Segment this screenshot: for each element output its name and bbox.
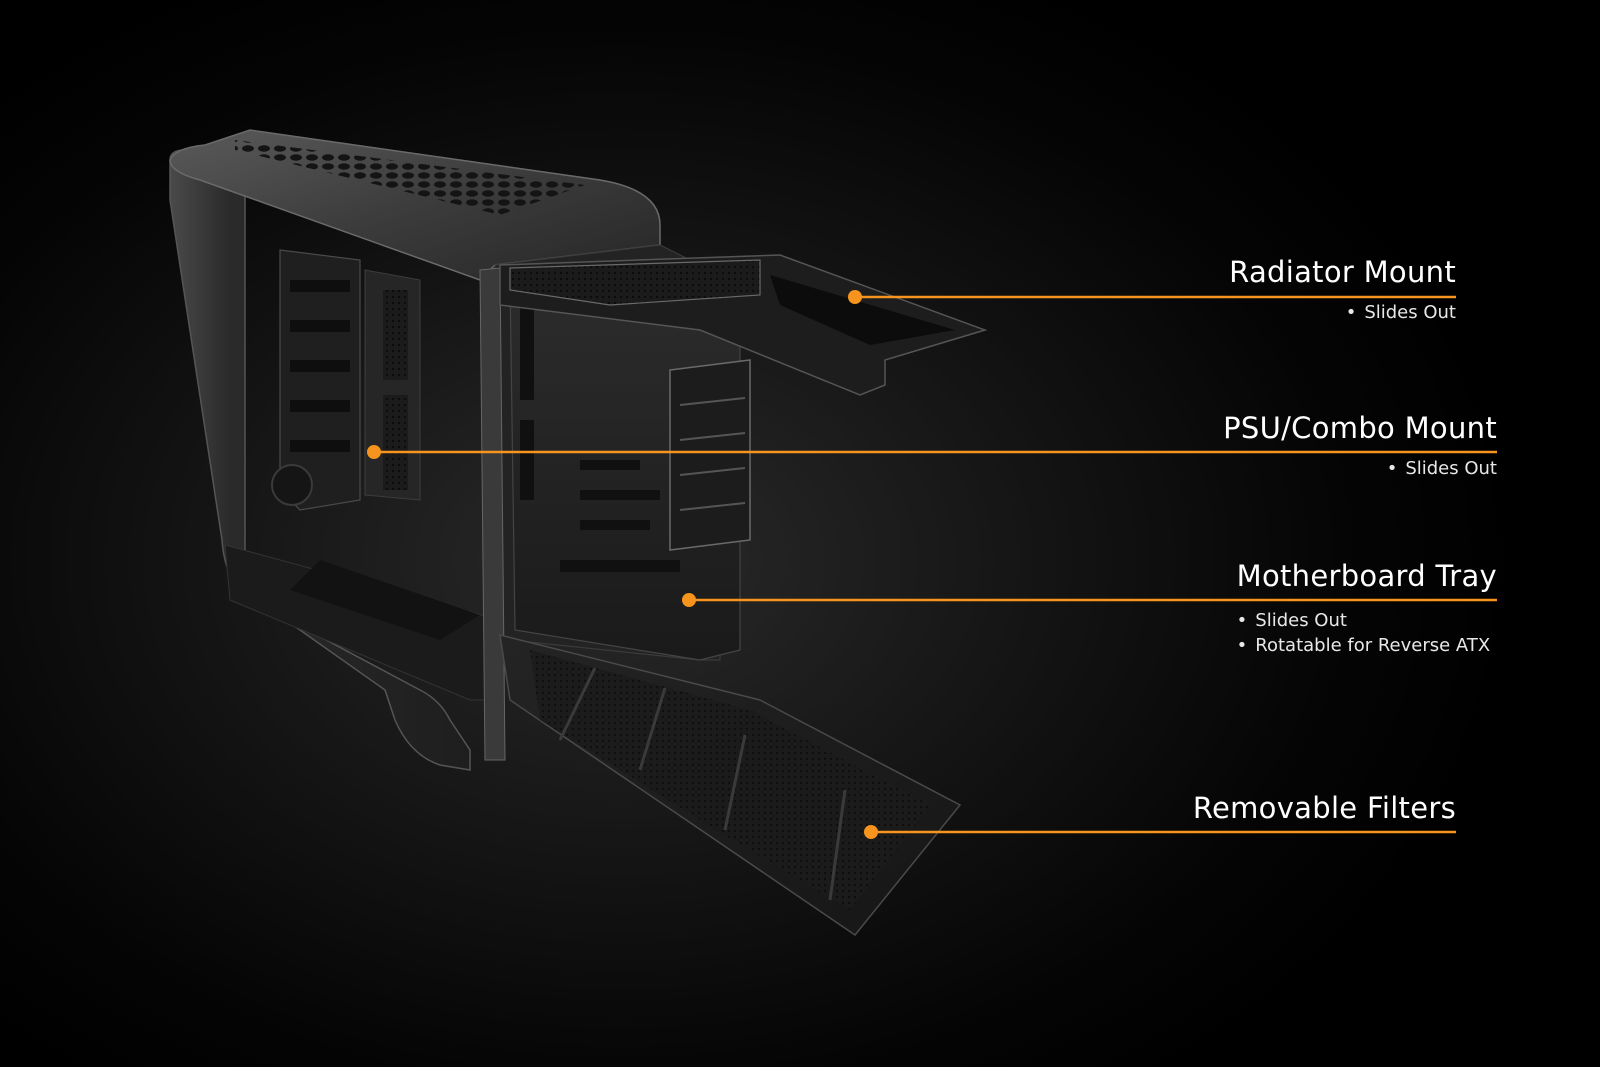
callout-motherboard-tray: Motherboard Tray Slides Out Rotatable fo… bbox=[1237, 558, 1497, 658]
callout-removable-filters: Removable Filters bbox=[1193, 790, 1456, 826]
callout-title: Radiator Mount bbox=[1229, 255, 1456, 289]
callout-bullet: Slides Out bbox=[1237, 608, 1497, 633]
callout-psu-combo-mount: PSU/Combo Mount Slides Out bbox=[1223, 410, 1497, 481]
callout-title: Removable Filters bbox=[1192, 791, 1456, 825]
callout-radiator-mount: Radiator Mount Slides Out bbox=[1229, 254, 1456, 325]
callout-bullet: Slides Out bbox=[1229, 300, 1456, 325]
callout-bullets: Slides Out bbox=[1223, 456, 1497, 481]
callout-title: PSU/Combo Mount bbox=[1223, 411, 1497, 445]
callout-bullet: Slides Out bbox=[1223, 456, 1497, 481]
callout-bullets: Slides Out bbox=[1229, 300, 1456, 325]
callout-title: Motherboard Tray bbox=[1236, 559, 1497, 593]
callout-bullets: Slides Out Rotatable for Reverse ATX bbox=[1237, 608, 1497, 658]
callout-bullet: Rotatable for Reverse ATX bbox=[1237, 633, 1497, 658]
